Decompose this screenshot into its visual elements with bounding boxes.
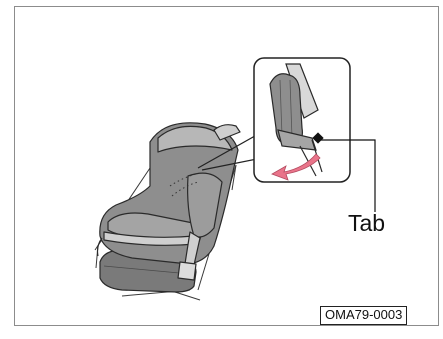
tab-callout-label: Tab — [348, 212, 385, 235]
detail-inset — [254, 58, 350, 182]
seatbelt-buckle — [178, 262, 196, 280]
figure-code: OMA79-0003 — [320, 306, 407, 325]
child-seat — [98, 123, 241, 292]
